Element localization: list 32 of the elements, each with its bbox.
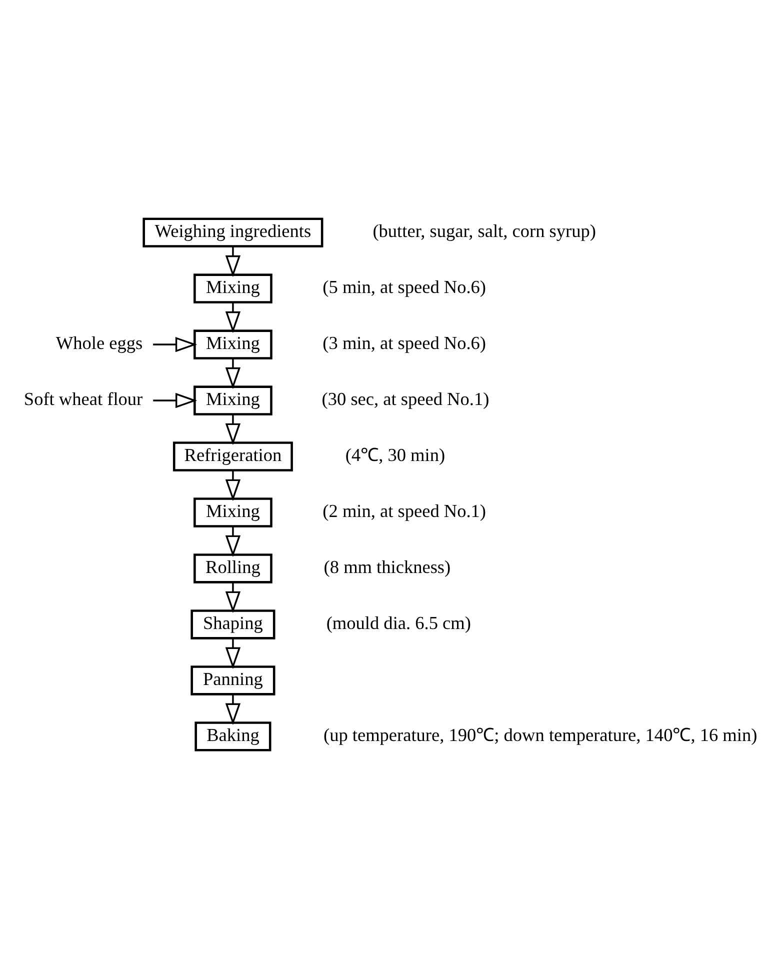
arrow <box>224 358 240 390</box>
node-label: (5 min, at speed No.6) <box>322 276 486 297</box>
node-label: (2 min, at speed No.1) <box>322 500 486 521</box>
node-label: (up temperature, 190℃; down temperature, 140℃, 16 min) <box>322 724 757 745</box>
node-box: Baking <box>194 722 271 752</box>
node-label: (butter, sugar, salt, corn syrup) <box>372 220 596 241</box>
arrow <box>152 392 197 408</box>
node-label: (4℃, 30 min) <box>344 444 445 465</box>
node-box: Rolling <box>193 554 272 584</box>
node-label: (mould dia. 6.5 cm) <box>326 612 470 633</box>
node-box: Mixing <box>193 330 272 360</box>
node-label: (3 min, at speed No.6) <box>322 332 486 353</box>
node-box: Weighing ingredients <box>142 218 323 248</box>
arrow <box>224 470 240 502</box>
node-box: Mixing <box>193 274 272 304</box>
arrow <box>224 526 240 558</box>
node-box: Mixing <box>193 498 272 528</box>
arrow <box>224 414 240 446</box>
node-box: Mixing <box>193 386 272 416</box>
node-box: Shaping <box>190 610 275 640</box>
arrow <box>224 694 240 726</box>
arrow <box>224 246 240 278</box>
node-label: (8 mm thickness) <box>323 556 450 577</box>
arrow <box>152 336 197 352</box>
node-box: Refrigeration <box>172 442 292 472</box>
node-box: Panning <box>190 666 275 696</box>
node-text: Whole eggs <box>55 332 142 353</box>
arrow <box>224 302 240 334</box>
node-label: (30 sec, at speed No.1) <box>321 388 489 409</box>
arrow <box>224 582 240 614</box>
node-text: Soft wheat flour <box>23 388 142 409</box>
arrow <box>224 638 240 670</box>
